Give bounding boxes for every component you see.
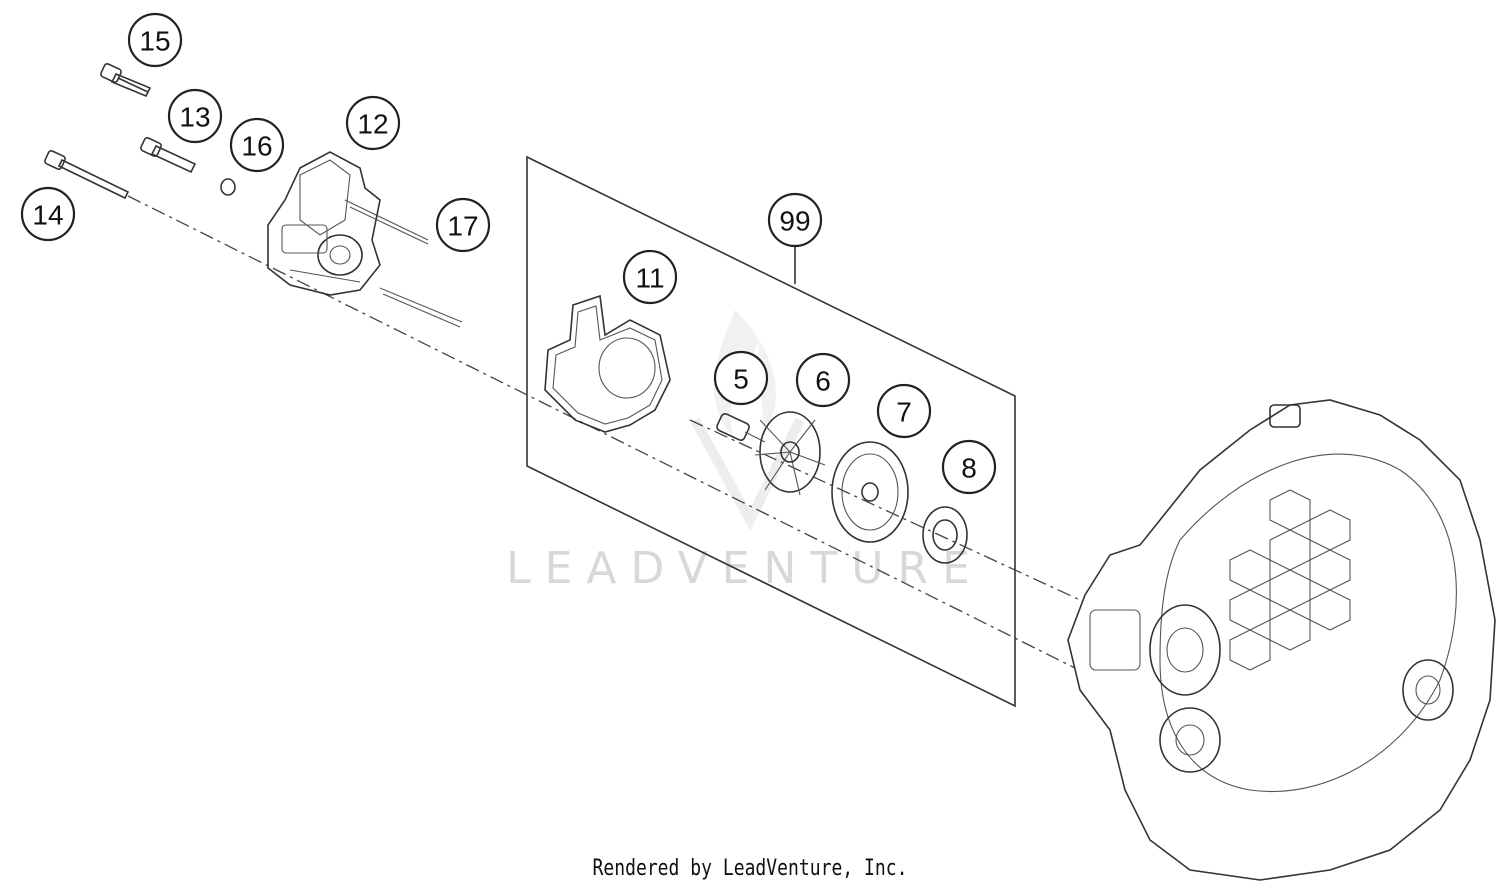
callout-7: 7 xyxy=(876,383,932,439)
pin-17 xyxy=(344,199,429,245)
svg-text:11: 11 xyxy=(635,263,664,294)
callout-12: 12 xyxy=(345,95,401,151)
svg-text:12: 12 xyxy=(357,109,388,140)
render-credit: Rendered by LeadVenture, Inc. xyxy=(592,856,908,881)
bolt-15 xyxy=(100,63,152,98)
svg-text:5: 5 xyxy=(733,364,749,395)
svg-text:14: 14 xyxy=(32,200,63,231)
engine-cover xyxy=(1067,399,1496,881)
bolt-13 xyxy=(140,137,197,174)
bearing-8 xyxy=(922,506,968,564)
callout-13: 13 xyxy=(167,88,223,144)
callout-99: 99 xyxy=(767,192,823,248)
assembly-axis-shaft xyxy=(689,419,1081,601)
svg-text:13: 13 xyxy=(179,102,210,133)
callout-15: 15 xyxy=(127,12,183,68)
callout-16: 16 xyxy=(229,117,285,173)
callout-17: 17 xyxy=(435,197,491,253)
svg-text:16: 16 xyxy=(241,131,272,162)
svg-text:7: 7 xyxy=(896,397,912,428)
svg-text:6: 6 xyxy=(815,366,831,397)
callout-5: 5 xyxy=(713,350,769,406)
kit-outline-99 xyxy=(526,155,1016,708)
svg-text:17: 17 xyxy=(447,211,478,242)
impeller-6 xyxy=(754,411,826,496)
callout-6: 6 xyxy=(795,352,851,408)
watermark-logo xyxy=(690,310,805,531)
watermark-text: LEADVENTURE xyxy=(506,543,984,594)
pin-lower xyxy=(379,287,463,328)
assembly-axis-long-bolt xyxy=(127,195,1076,669)
svg-text:99: 99 xyxy=(779,206,810,237)
svg-text:8: 8 xyxy=(961,453,977,484)
gasket-11 xyxy=(544,294,671,433)
seal-7 xyxy=(831,441,909,543)
washer-16 xyxy=(220,178,236,196)
bolt-14 xyxy=(44,150,130,200)
callout-8: 8 xyxy=(941,439,997,495)
callout-11: 11 xyxy=(622,249,678,305)
pump-cover-12 xyxy=(267,151,381,296)
svg-text:15: 15 xyxy=(139,26,170,57)
callout-14: 14 xyxy=(20,186,76,242)
